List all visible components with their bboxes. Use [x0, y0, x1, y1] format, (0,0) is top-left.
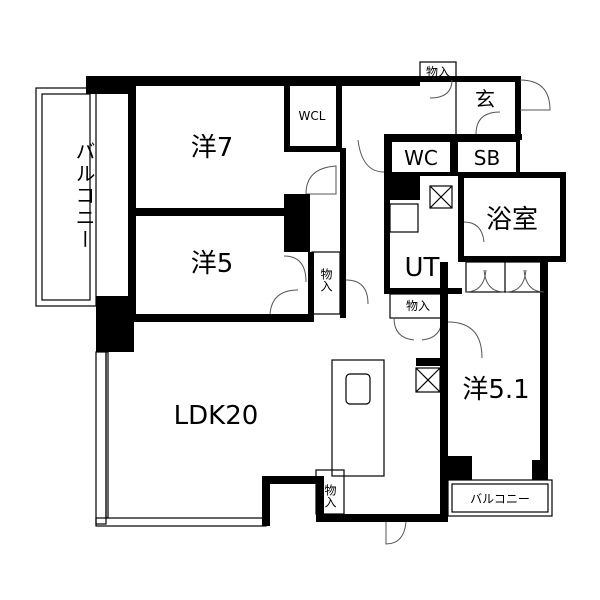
room-western-5-label: 洋5	[191, 249, 234, 279]
bath-label: 浴室	[486, 205, 538, 235]
room-western-51: 物入 洋5.1	[389, 261, 545, 462]
balcony-left: バルコニー	[35, 87, 97, 307]
room-western-7: 洋7 WCL	[128, 86, 342, 216]
room-western-7-label: 洋7	[191, 133, 234, 163]
storage-bottom-label: 物入	[323, 484, 337, 508]
balcony-small: バルコニー	[447, 479, 553, 517]
room-bath: 浴室	[458, 172, 566, 262]
storage-mid-right-label: 物入	[406, 299, 430, 313]
balcony-small-label: バルコニー	[470, 492, 530, 506]
wcl-label: WCL	[299, 109, 326, 123]
wc-label: WC	[404, 146, 438, 170]
corridor	[340, 134, 522, 318]
storage-top-left-label: 物入	[319, 268, 333, 292]
outer-walls	[86, 76, 548, 527]
room-western-51-label: 洋5.1	[462, 375, 529, 405]
balcony-left-label: バルコニー	[72, 141, 96, 251]
ut-label: UT	[405, 253, 440, 283]
entrance-label: 玄	[475, 87, 495, 111]
sb-label: SB	[474, 146, 500, 170]
room-ldk: 物入 LDK20	[105, 351, 407, 545]
room-ldk-label: LDK20	[174, 401, 259, 431]
storage-top-label: 物入	[426, 65, 450, 79]
room-utility: UT	[384, 172, 462, 294]
